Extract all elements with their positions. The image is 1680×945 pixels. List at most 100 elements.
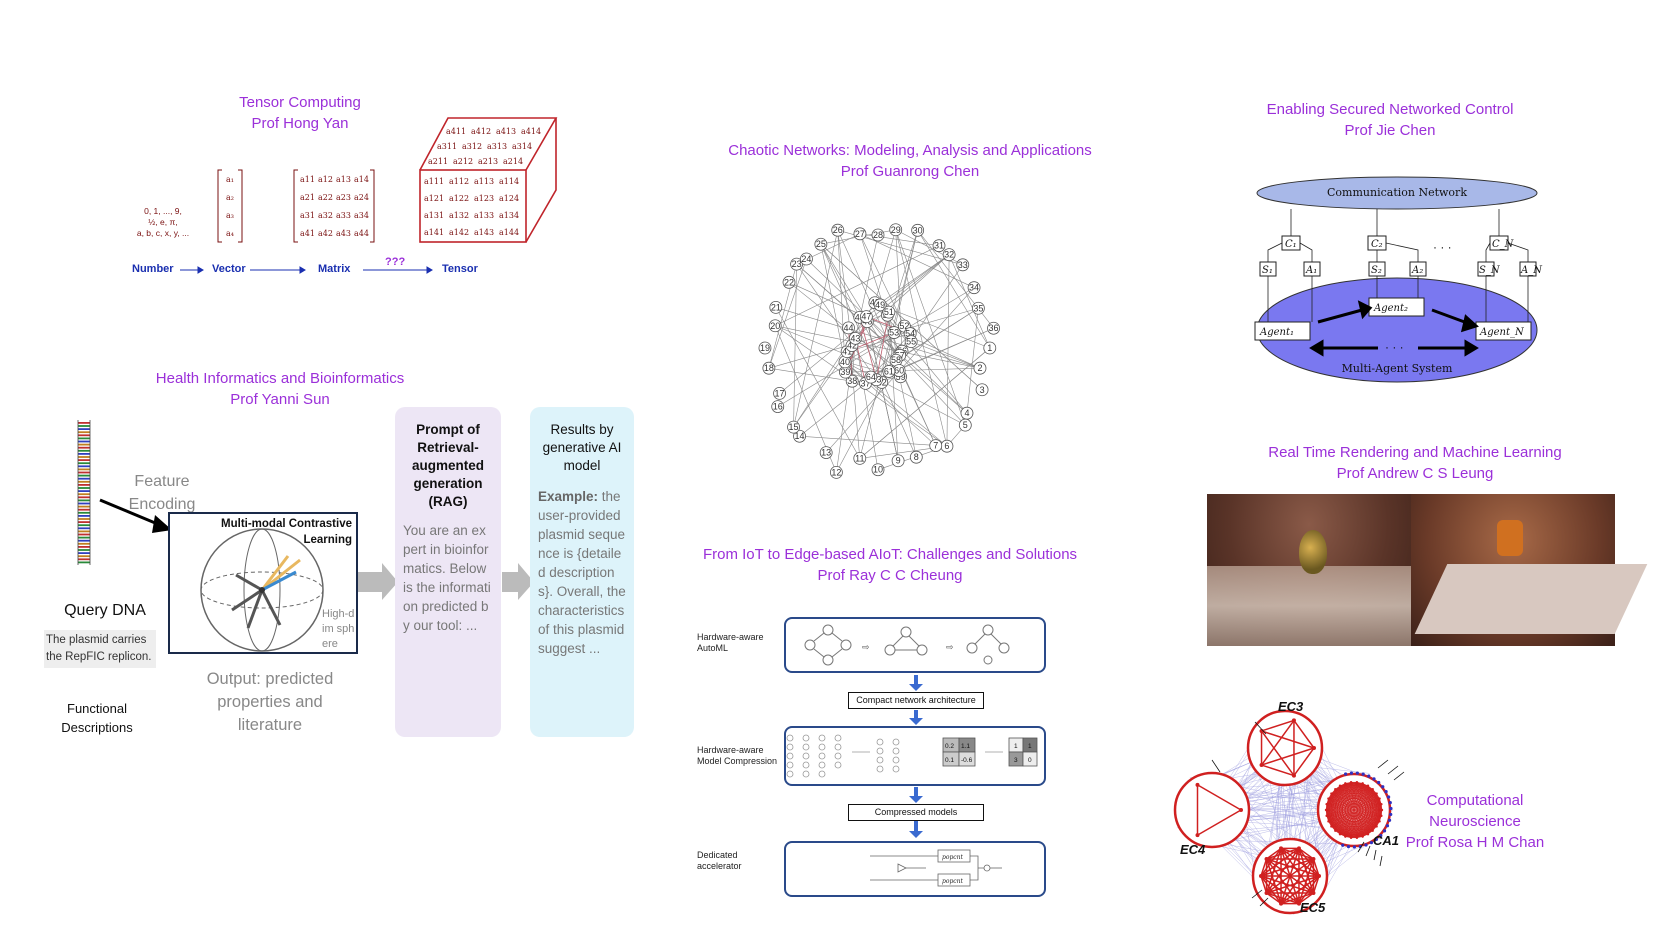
neuro-edge xyxy=(1292,740,1314,892)
label-vector: Vector xyxy=(212,263,246,275)
neuro-link xyxy=(1261,730,1315,749)
neuro-input-node xyxy=(1361,772,1365,776)
graph-edge xyxy=(775,307,861,459)
floor-plane xyxy=(1414,564,1648,634)
dna-base xyxy=(78,487,90,489)
graph-node-label: 54 xyxy=(905,329,915,339)
neuro-edge xyxy=(1287,869,1292,876)
neuro-link xyxy=(1326,785,1341,805)
graph-edge xyxy=(866,316,899,461)
neuro-edge xyxy=(1213,814,1292,873)
neuro-edge xyxy=(1311,726,1341,784)
input-arrow xyxy=(1254,721,1267,735)
graph-node-label: 17 xyxy=(775,388,785,398)
graph-node-label: 62 xyxy=(877,377,887,387)
neuro-link xyxy=(1325,785,1341,811)
graph-node-label: 57 xyxy=(895,350,905,360)
neuro-edge xyxy=(1224,801,1249,807)
neuro-edge xyxy=(1352,795,1388,810)
neuro-link xyxy=(1350,781,1382,805)
graph-node-label: 10 xyxy=(873,465,883,475)
graph-edge xyxy=(793,351,848,428)
neuro-edge xyxy=(1293,860,1321,875)
neuro-link xyxy=(1350,782,1373,831)
neuro-link xyxy=(1345,783,1373,831)
svg-text:a₁: a₁ xyxy=(226,175,234,184)
neuro-input-node xyxy=(1364,843,1368,847)
dna-base xyxy=(78,480,90,483)
neuro-edge xyxy=(1198,799,1312,874)
neuro-edge xyxy=(1337,811,1357,816)
graph-edge xyxy=(895,229,903,352)
neuro-link xyxy=(1328,782,1352,822)
neuro-link xyxy=(1331,803,1382,827)
neuro-edge xyxy=(1242,802,1255,873)
graph-edge xyxy=(870,230,918,378)
neuro-input-node xyxy=(1389,806,1393,811)
neuro-link xyxy=(1260,847,1282,877)
neuro-input-node xyxy=(1381,785,1385,789)
neuro-edge xyxy=(1291,792,1351,875)
neuro-link xyxy=(1326,815,1352,838)
graph-node xyxy=(891,454,905,468)
neuro-link xyxy=(1335,804,1382,831)
dna-base xyxy=(78,499,90,502)
neuro-edge xyxy=(1338,809,1355,816)
neuro-link xyxy=(1331,789,1336,794)
neuro-link xyxy=(1260,847,1300,877)
input-arrow xyxy=(1379,855,1383,867)
neuro-edge xyxy=(1266,820,1353,866)
graph-node xyxy=(793,429,806,443)
neuro-link xyxy=(1345,781,1357,784)
graph-edge xyxy=(888,312,901,377)
neuro-edge xyxy=(1289,809,1357,883)
neuro-link xyxy=(1356,830,1373,839)
neuro-link xyxy=(1328,793,1377,822)
label-number: Number xyxy=(132,263,174,275)
neuro-edge xyxy=(1209,806,1275,888)
neuro-link xyxy=(1326,804,1352,838)
graph-edge xyxy=(777,287,975,407)
neuro-link xyxy=(1345,804,1382,837)
neuro-node xyxy=(1349,836,1353,840)
neuro-link xyxy=(1326,804,1341,835)
graph-edge xyxy=(859,233,905,327)
dna-base xyxy=(78,449,90,452)
matrix-cell: a32 xyxy=(318,211,333,220)
neuro-link xyxy=(1326,798,1329,805)
graph-node xyxy=(848,331,862,345)
neuro-link xyxy=(1379,809,1383,822)
neuro-link xyxy=(1326,782,1352,816)
graph-edge xyxy=(793,264,797,428)
dna-base xyxy=(78,456,90,458)
neuro-edge xyxy=(1279,760,1359,810)
neuro-link xyxy=(1331,793,1380,799)
neuro-edge xyxy=(1275,725,1303,870)
graph-node xyxy=(987,321,1000,335)
neuro-link xyxy=(1260,875,1314,894)
neuro-link xyxy=(1331,782,1352,827)
neuro-link xyxy=(1260,858,1314,877)
cluster-ec3-ring xyxy=(1246,709,1324,787)
graph-edge xyxy=(855,338,879,470)
neuro-edge xyxy=(1214,812,1281,891)
graph-edge xyxy=(768,367,853,382)
neuro-node xyxy=(1371,787,1374,791)
neuro-link xyxy=(1339,785,1352,838)
neuro-edge xyxy=(1267,884,1291,891)
neuro-edge xyxy=(1176,807,1215,829)
neuro-edge xyxy=(1275,812,1346,898)
neuro-edge xyxy=(1269,754,1304,870)
neuro-link xyxy=(1325,809,1346,837)
graph-edge xyxy=(895,308,979,361)
neuro-input-node xyxy=(1343,772,1348,776)
graph-edge xyxy=(820,229,896,245)
neuro-link xyxy=(1328,789,1336,822)
graph-edge xyxy=(796,233,861,265)
graph-node xyxy=(859,376,872,390)
neuro-link xyxy=(1260,730,1295,777)
neuro-edge xyxy=(1278,738,1294,745)
graph-node-label: 20 xyxy=(770,321,780,331)
neuro-edge xyxy=(1278,737,1291,875)
neuro-edge xyxy=(1286,859,1298,885)
